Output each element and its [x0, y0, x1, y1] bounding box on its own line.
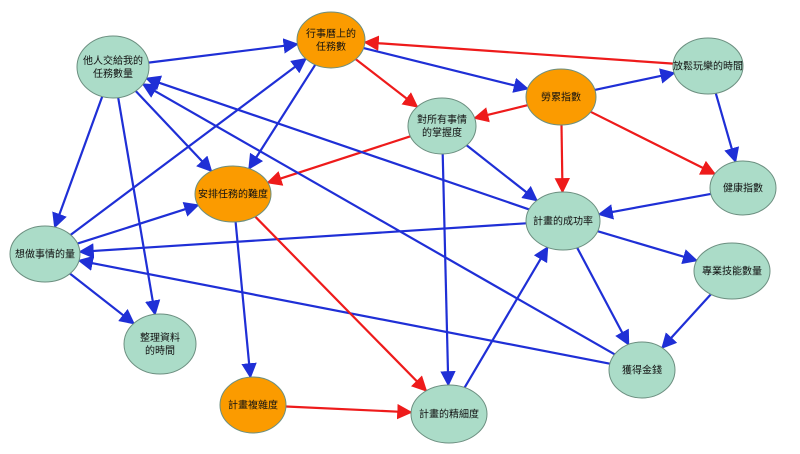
edge-n12-to-n9 [77, 255, 611, 365]
edge-n2-to-n9 [52, 96, 104, 229]
node-n7: 健康指數 [709, 160, 777, 216]
node-n12: 獲得金錢 [608, 341, 676, 399]
edge-n9-to-n1 [69, 57, 308, 236]
edge-n8-to-n9 [78, 222, 527, 259]
node-label: 計畫複雜度 [228, 399, 278, 412]
node-ellipse [219, 376, 287, 434]
edge-n5-to-n14 [440, 153, 456, 387]
node-n13: 計畫複雜度 [219, 376, 287, 434]
node-ellipse [76, 35, 150, 99]
edge-n12-to-n2 [141, 83, 616, 356]
node-label: 計畫的成功率 [533, 215, 593, 228]
edge-n4-to-n1 [363, 35, 674, 65]
edge-n10-to-n12 [661, 293, 712, 349]
node-ellipse [608, 341, 676, 399]
edge-n8-to-n12 [576, 247, 630, 346]
edges [52, 35, 740, 420]
node-label: 健康指數 [723, 182, 763, 195]
edge-n6-to-n14 [254, 215, 428, 392]
node-ellipse [709, 160, 777, 216]
node-label: 的掌握度 [422, 126, 462, 139]
node-label: 計畫的精細度 [419, 408, 479, 421]
edge-n6-to-n13 [234, 221, 257, 379]
edge-n3-to-n7 [590, 110, 717, 175]
nodes: 行事曆上的任務數他人交給我的任務數量勞累指數放鬆玩樂的時間對所有事情的掌握度安排… [9, 11, 777, 444]
node-n4: 放鬆玩樂的時間 [672, 37, 744, 95]
node-label: 勞累指數 [541, 91, 581, 104]
edge-n1-to-n5 [355, 58, 419, 108]
node-ellipse [693, 242, 771, 300]
edge-n2-to-n11 [117, 97, 161, 316]
node-ellipse [525, 191, 601, 251]
node-label: 任務數 [316, 40, 346, 53]
node-label: 任務數量 [93, 67, 133, 80]
node-label: 想做事情的量 [15, 248, 75, 261]
node-label: 專業技能數量 [702, 265, 762, 278]
edge-n9-to-n11 [69, 272, 136, 325]
node-ellipse [296, 11, 366, 69]
edge-n1-to-n3 [363, 47, 530, 93]
node-label: 行事曆上的 [306, 27, 356, 40]
edge-n5-to-n6 [266, 135, 411, 186]
node-n3: 勞累指數 [525, 68, 597, 126]
edge-n4-to-n7 [714, 92, 740, 164]
node-label: 他人交給我的 [83, 54, 143, 67]
node-label: 獲得金錢 [622, 364, 662, 377]
edge-n2-to-n1 [148, 38, 299, 64]
edge-n3-to-n8 [554, 124, 570, 194]
node-label: 整理資料 [140, 331, 180, 344]
edge-n14-to-n8 [463, 245, 549, 389]
node-label: 安排任務的難度 [198, 188, 268, 201]
node-n8: 計畫的成功率 [525, 191, 601, 251]
node-ellipse [9, 225, 81, 283]
node-label: 的時間 [145, 344, 175, 357]
edge-n13-to-n14 [285, 403, 413, 420]
node-label: 放鬆玩樂的時間 [673, 60, 743, 73]
edge-n8-to-n2 [145, 75, 530, 211]
node-ellipse [525, 68, 597, 126]
edge-n8-to-n10 [597, 230, 699, 265]
edge-n2-to-n6 [134, 90, 213, 173]
edge-n9-to-n6 [77, 201, 200, 245]
node-n10: 專業技能數量 [693, 242, 771, 300]
edge-n3-to-n5 [473, 104, 528, 123]
edge-n5-to-n8 [465, 144, 539, 202]
node-ellipse [410, 384, 488, 444]
node-label: 對所有事情 [417, 113, 467, 126]
node-n9: 想做事情的量 [9, 225, 81, 283]
edge-n7-to-n8 [597, 192, 711, 220]
node-n14: 計畫的精細度 [410, 384, 488, 444]
node-ellipse [407, 97, 477, 155]
node-ellipse [672, 37, 744, 95]
edge-n3-to-n4 [594, 68, 676, 91]
node-n6: 安排任務的難度 [194, 165, 272, 223]
node-ellipse [194, 165, 272, 223]
node-ellipse [123, 313, 197, 375]
